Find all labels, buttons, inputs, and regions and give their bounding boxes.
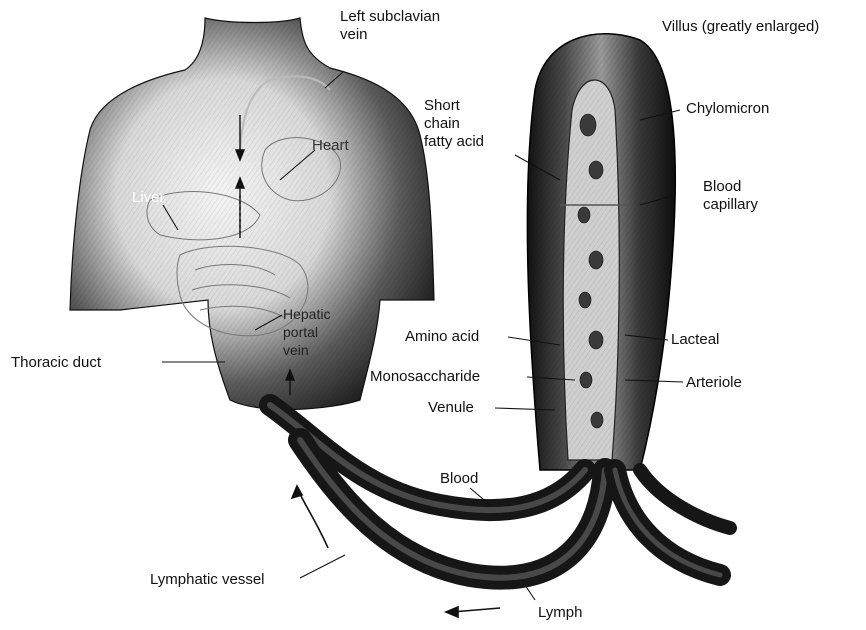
villus-title-label: Villus (greatly enlarged) <box>662 18 819 36</box>
hepatic-portal-vein-label: Hepatic portal vein <box>283 305 330 359</box>
monosaccharide-label: Monosaccharide <box>370 368 480 386</box>
torso <box>70 18 434 409</box>
heart-label: Heart <box>312 137 349 155</box>
thoracic-duct-label: Thoracic duct <box>11 354 101 372</box>
blood-label: Blood <box>440 470 478 488</box>
vessels <box>270 405 730 578</box>
chylomicron-label: Chylomicron <box>686 100 769 118</box>
amino-acid-label: Amino acid <box>405 328 479 346</box>
short-chain-fatty-acid-label: Short chain fatty acid <box>424 97 484 151</box>
venule-label: Venule <box>428 399 474 417</box>
lymph-label: Lymph <box>538 604 582 622</box>
blood-capillary-label: Blood capillary <box>703 178 758 214</box>
liver-label: Liver <box>132 189 165 207</box>
villus <box>527 34 675 470</box>
left-subclavian-vein-label: Left subclavian vein <box>340 8 440 44</box>
lymphatic-vessel-label: Lymphatic vessel <box>150 571 265 589</box>
arteriole-label: Arteriole <box>686 374 742 392</box>
lacteal-label: Lacteal <box>671 331 719 349</box>
